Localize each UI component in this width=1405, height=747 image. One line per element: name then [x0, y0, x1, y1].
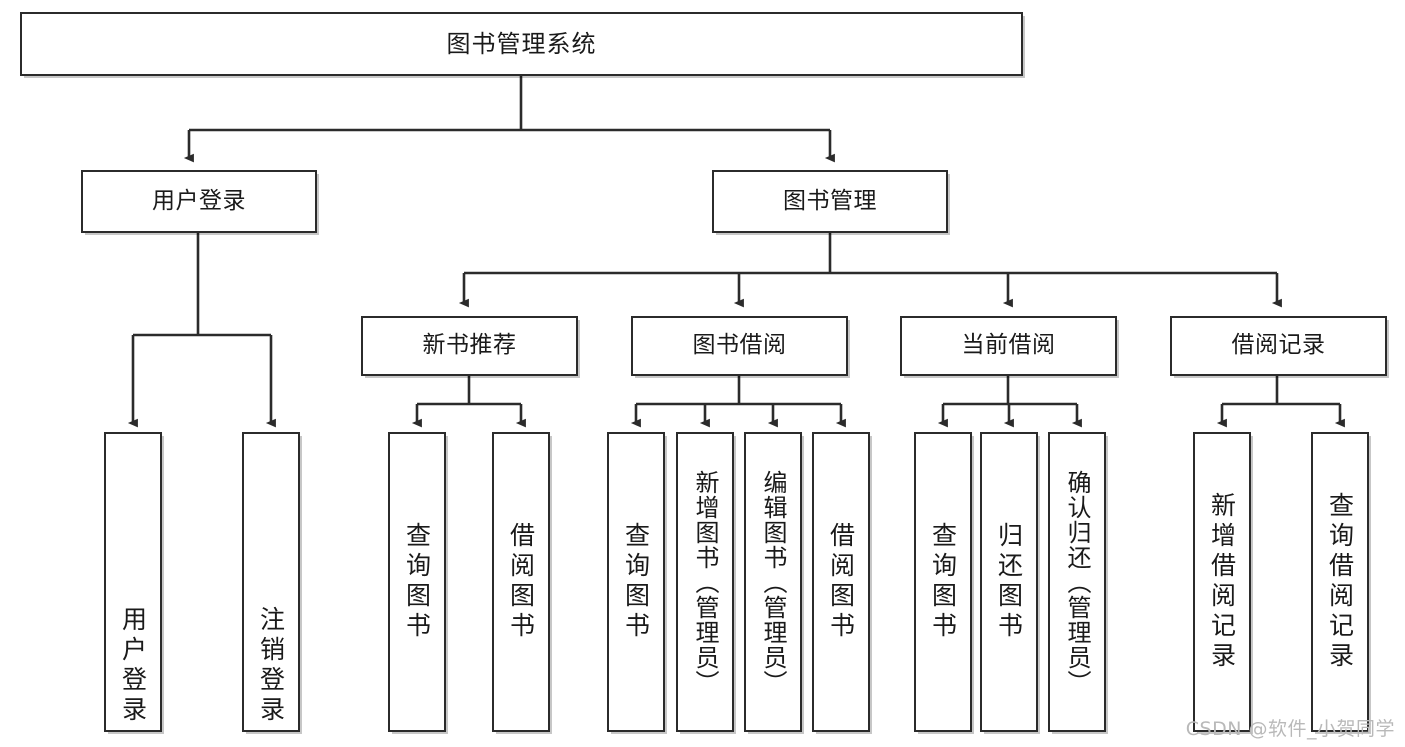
leaf-logout[interactable]: 注销登录 — [242, 432, 300, 732]
node-label: 查询图书 — [928, 522, 958, 642]
node-label: 借阅图书 — [506, 522, 536, 642]
node-label: 图书管理 — [783, 187, 877, 214]
node-book-borrow[interactable]: 图书借阅 — [631, 316, 848, 376]
leaf-user-login[interactable]: 用户登录 — [104, 432, 162, 732]
node-label: 新书推荐 — [422, 332, 517, 359]
node-label: 借阅记录 — [1231, 332, 1326, 359]
node-label: 用户登录 — [118, 606, 148, 726]
watermark-text: CSDN @软件_小贺同学 — [1185, 718, 1395, 740]
node-label: 注销登录 — [256, 606, 286, 726]
node-label: 查询图书 — [402, 522, 432, 642]
leaf-add-book-admin[interactable]: 新增图书（管理员） — [676, 432, 734, 732]
node-label: 图书借阅 — [692, 332, 787, 359]
leaf-borrow-book-recommend[interactable]: 借阅图书 — [492, 432, 550, 732]
leaf-query-book-recommend[interactable]: 查询图书 — [388, 432, 446, 732]
leaf-query-book-current[interactable]: 查询图书 — [914, 432, 972, 732]
node-label: 借阅图书 — [826, 522, 856, 642]
node-root-system[interactable]: 图书管理系统 — [20, 12, 1023, 76]
leaf-query-book-borrow[interactable]: 查询图书 — [607, 432, 665, 732]
leaf-query-borrow-record[interactable]: 查询借阅记录 — [1311, 432, 1369, 732]
node-user-login[interactable]: 用户登录 — [81, 170, 317, 233]
leaf-add-borrow-record[interactable]: 新增借阅记录 — [1193, 432, 1251, 732]
node-label: 当前借阅 — [961, 332, 1056, 359]
node-book-management[interactable]: 图书管理 — [712, 170, 948, 233]
node-label: 用户登录 — [152, 187, 246, 214]
node-label: 归还图书 — [994, 522, 1024, 642]
leaf-return-book[interactable]: 归还图书 — [980, 432, 1038, 732]
node-borrow-record[interactable]: 借阅记录 — [1170, 316, 1387, 376]
node-new-book-recommend[interactable]: 新书推荐 — [361, 316, 578, 376]
node-label: 查询借阅记录 — [1325, 492, 1355, 672]
node-label: 图书管理系统 — [446, 29, 597, 58]
leaf-edit-book-admin[interactable]: 编辑图书（管理员） — [744, 432, 802, 732]
node-current-borrow[interactable]: 当前借阅 — [900, 316, 1117, 376]
node-label: 新增借阅记录 — [1207, 492, 1237, 672]
node-label: 确认归还（管理员） — [1063, 469, 1091, 695]
node-label: 新增图书（管理员） — [691, 469, 719, 695]
node-label: 编辑图书（管理员） — [759, 469, 787, 695]
leaf-borrow-book[interactable]: 借阅图书 — [812, 432, 870, 732]
node-label: 查询图书 — [621, 522, 651, 642]
leaf-confirm-return-admin[interactable]: 确认归还（管理员） — [1048, 432, 1106, 732]
